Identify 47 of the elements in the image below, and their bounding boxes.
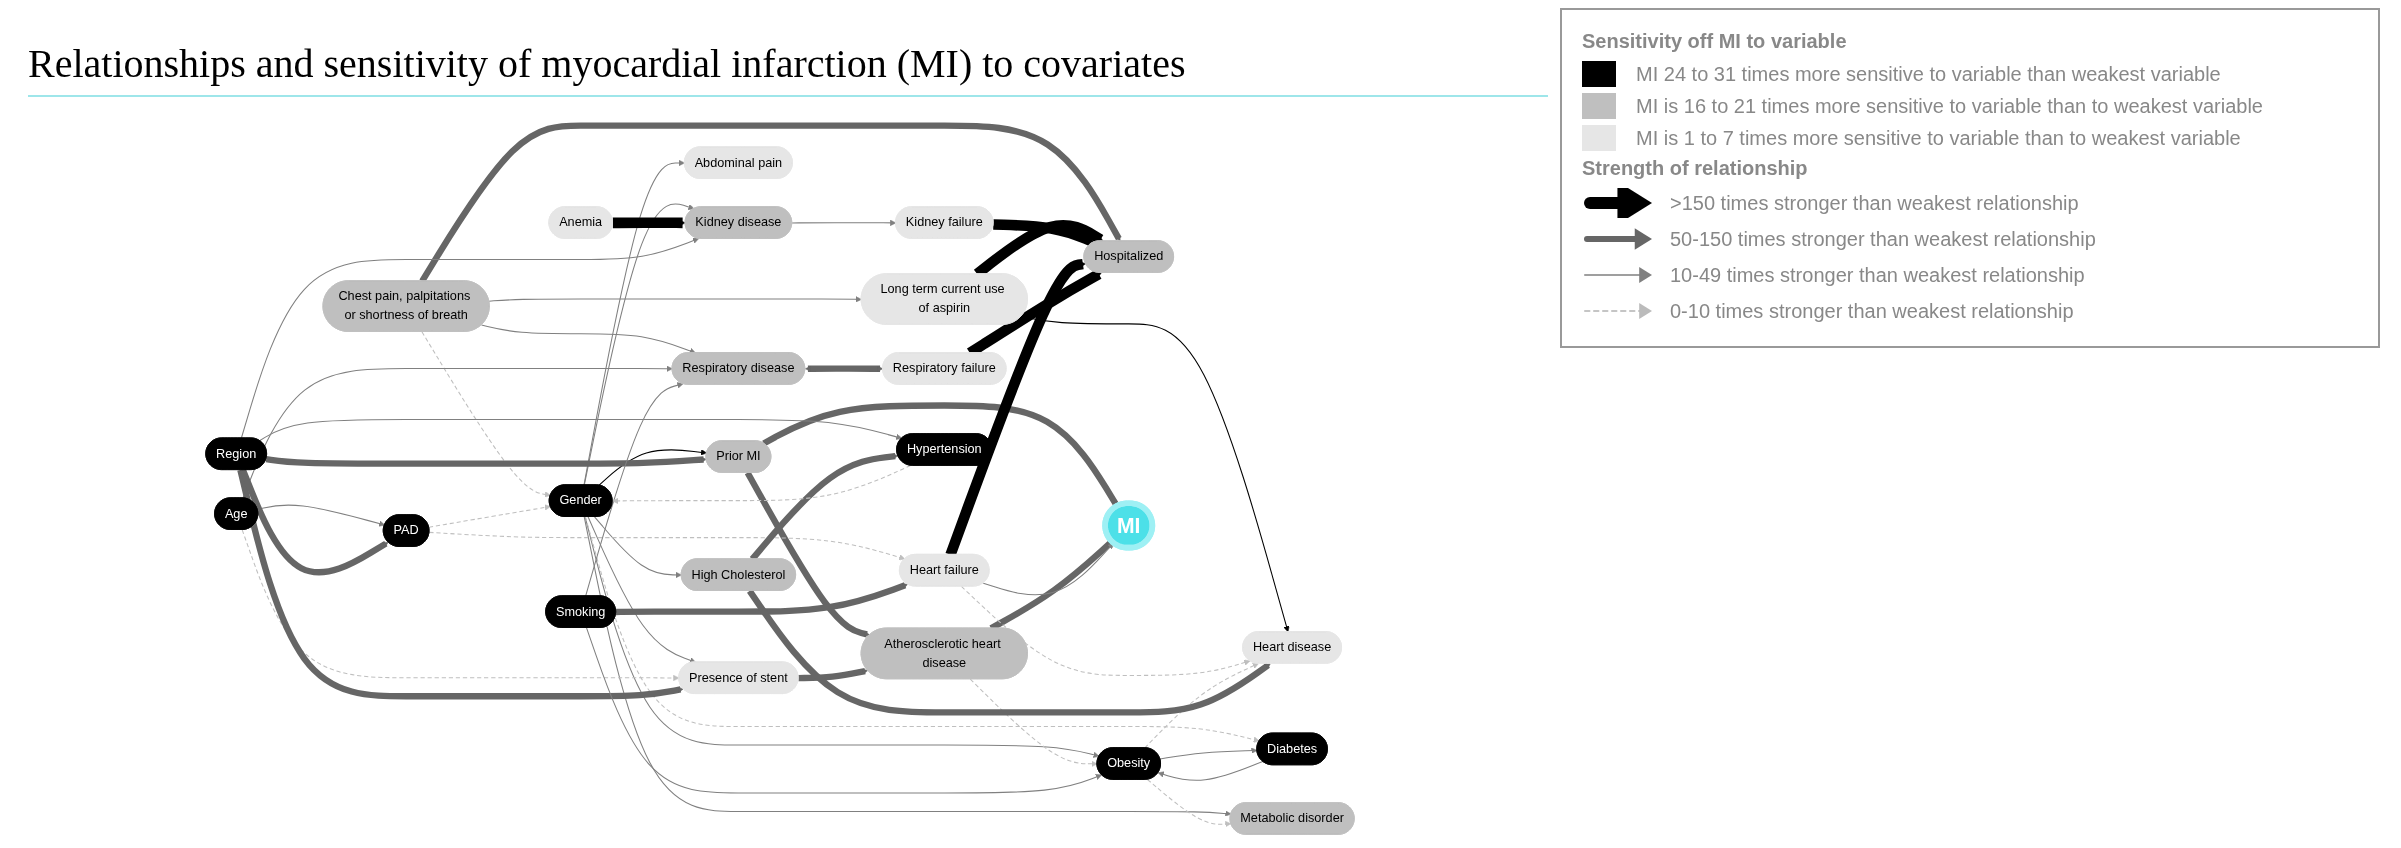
arrow <box>791 219 897 226</box>
arrow <box>598 449 707 486</box>
legend-text: 0-10 times stronger than weakest relationship <box>1670 299 2074 323</box>
arrow <box>428 504 551 528</box>
arrow <box>993 219 1095 247</box>
legend-text: >150 times stronger than weakest relationship <box>1670 191 2079 215</box>
arrow <box>1146 779 1232 828</box>
arrow <box>612 465 911 504</box>
legend-text: 10-49 times stronger than weakest relationship <box>1670 263 2085 287</box>
arrow <box>586 627 1102 794</box>
arrow <box>594 516 682 579</box>
arrow <box>982 542 1114 596</box>
arrow <box>241 529 680 682</box>
arrow <box>259 419 903 442</box>
legend-heading: Sensitivity off MI to variable <box>1582 30 1848 53</box>
legend-heading: Strength of relationship <box>1582 157 1809 180</box>
arrow <box>237 469 684 700</box>
arrow <box>1159 747 1258 760</box>
arrow <box>805 365 884 372</box>
arrow <box>1144 663 1259 749</box>
arrow <box>612 217 686 229</box>
arrow <box>421 331 551 498</box>
arrow <box>587 516 696 664</box>
arrow <box>747 589 1271 716</box>
legend-text: MI 24 to 31 times more sensitive to variable than weakest variable <box>1636 62 2221 86</box>
arrow <box>583 159 685 486</box>
arrow <box>1157 760 1264 781</box>
arrow <box>584 516 1100 758</box>
legend-text: MI is 1 to 7 times more sensitive to variable than to weakest variable <box>1636 126 2241 150</box>
arrow <box>585 382 684 597</box>
arrow <box>762 402 1119 507</box>
arrow <box>583 516 1232 817</box>
arrow <box>960 585 1251 676</box>
arrow <box>488 296 862 303</box>
arrow <box>240 468 389 576</box>
arrow <box>240 237 700 439</box>
arrow <box>798 668 869 682</box>
arrow <box>969 678 1098 767</box>
arrow <box>428 531 906 561</box>
legend-text: MI is 16 to 21 times more sensitive to variable than to weakest variable <box>1636 94 2263 118</box>
arrow <box>584 516 1260 743</box>
diagram-title: Relationships and sensitivity of myocardial infarction (MI) to covariates <box>28 40 1548 97</box>
arrow <box>744 471 870 638</box>
arrow <box>615 582 908 616</box>
arrow <box>480 324 696 354</box>
legend-text: 50-150 times stronger than weakest relationship <box>1670 227 2096 251</box>
arrow <box>265 455 707 467</box>
